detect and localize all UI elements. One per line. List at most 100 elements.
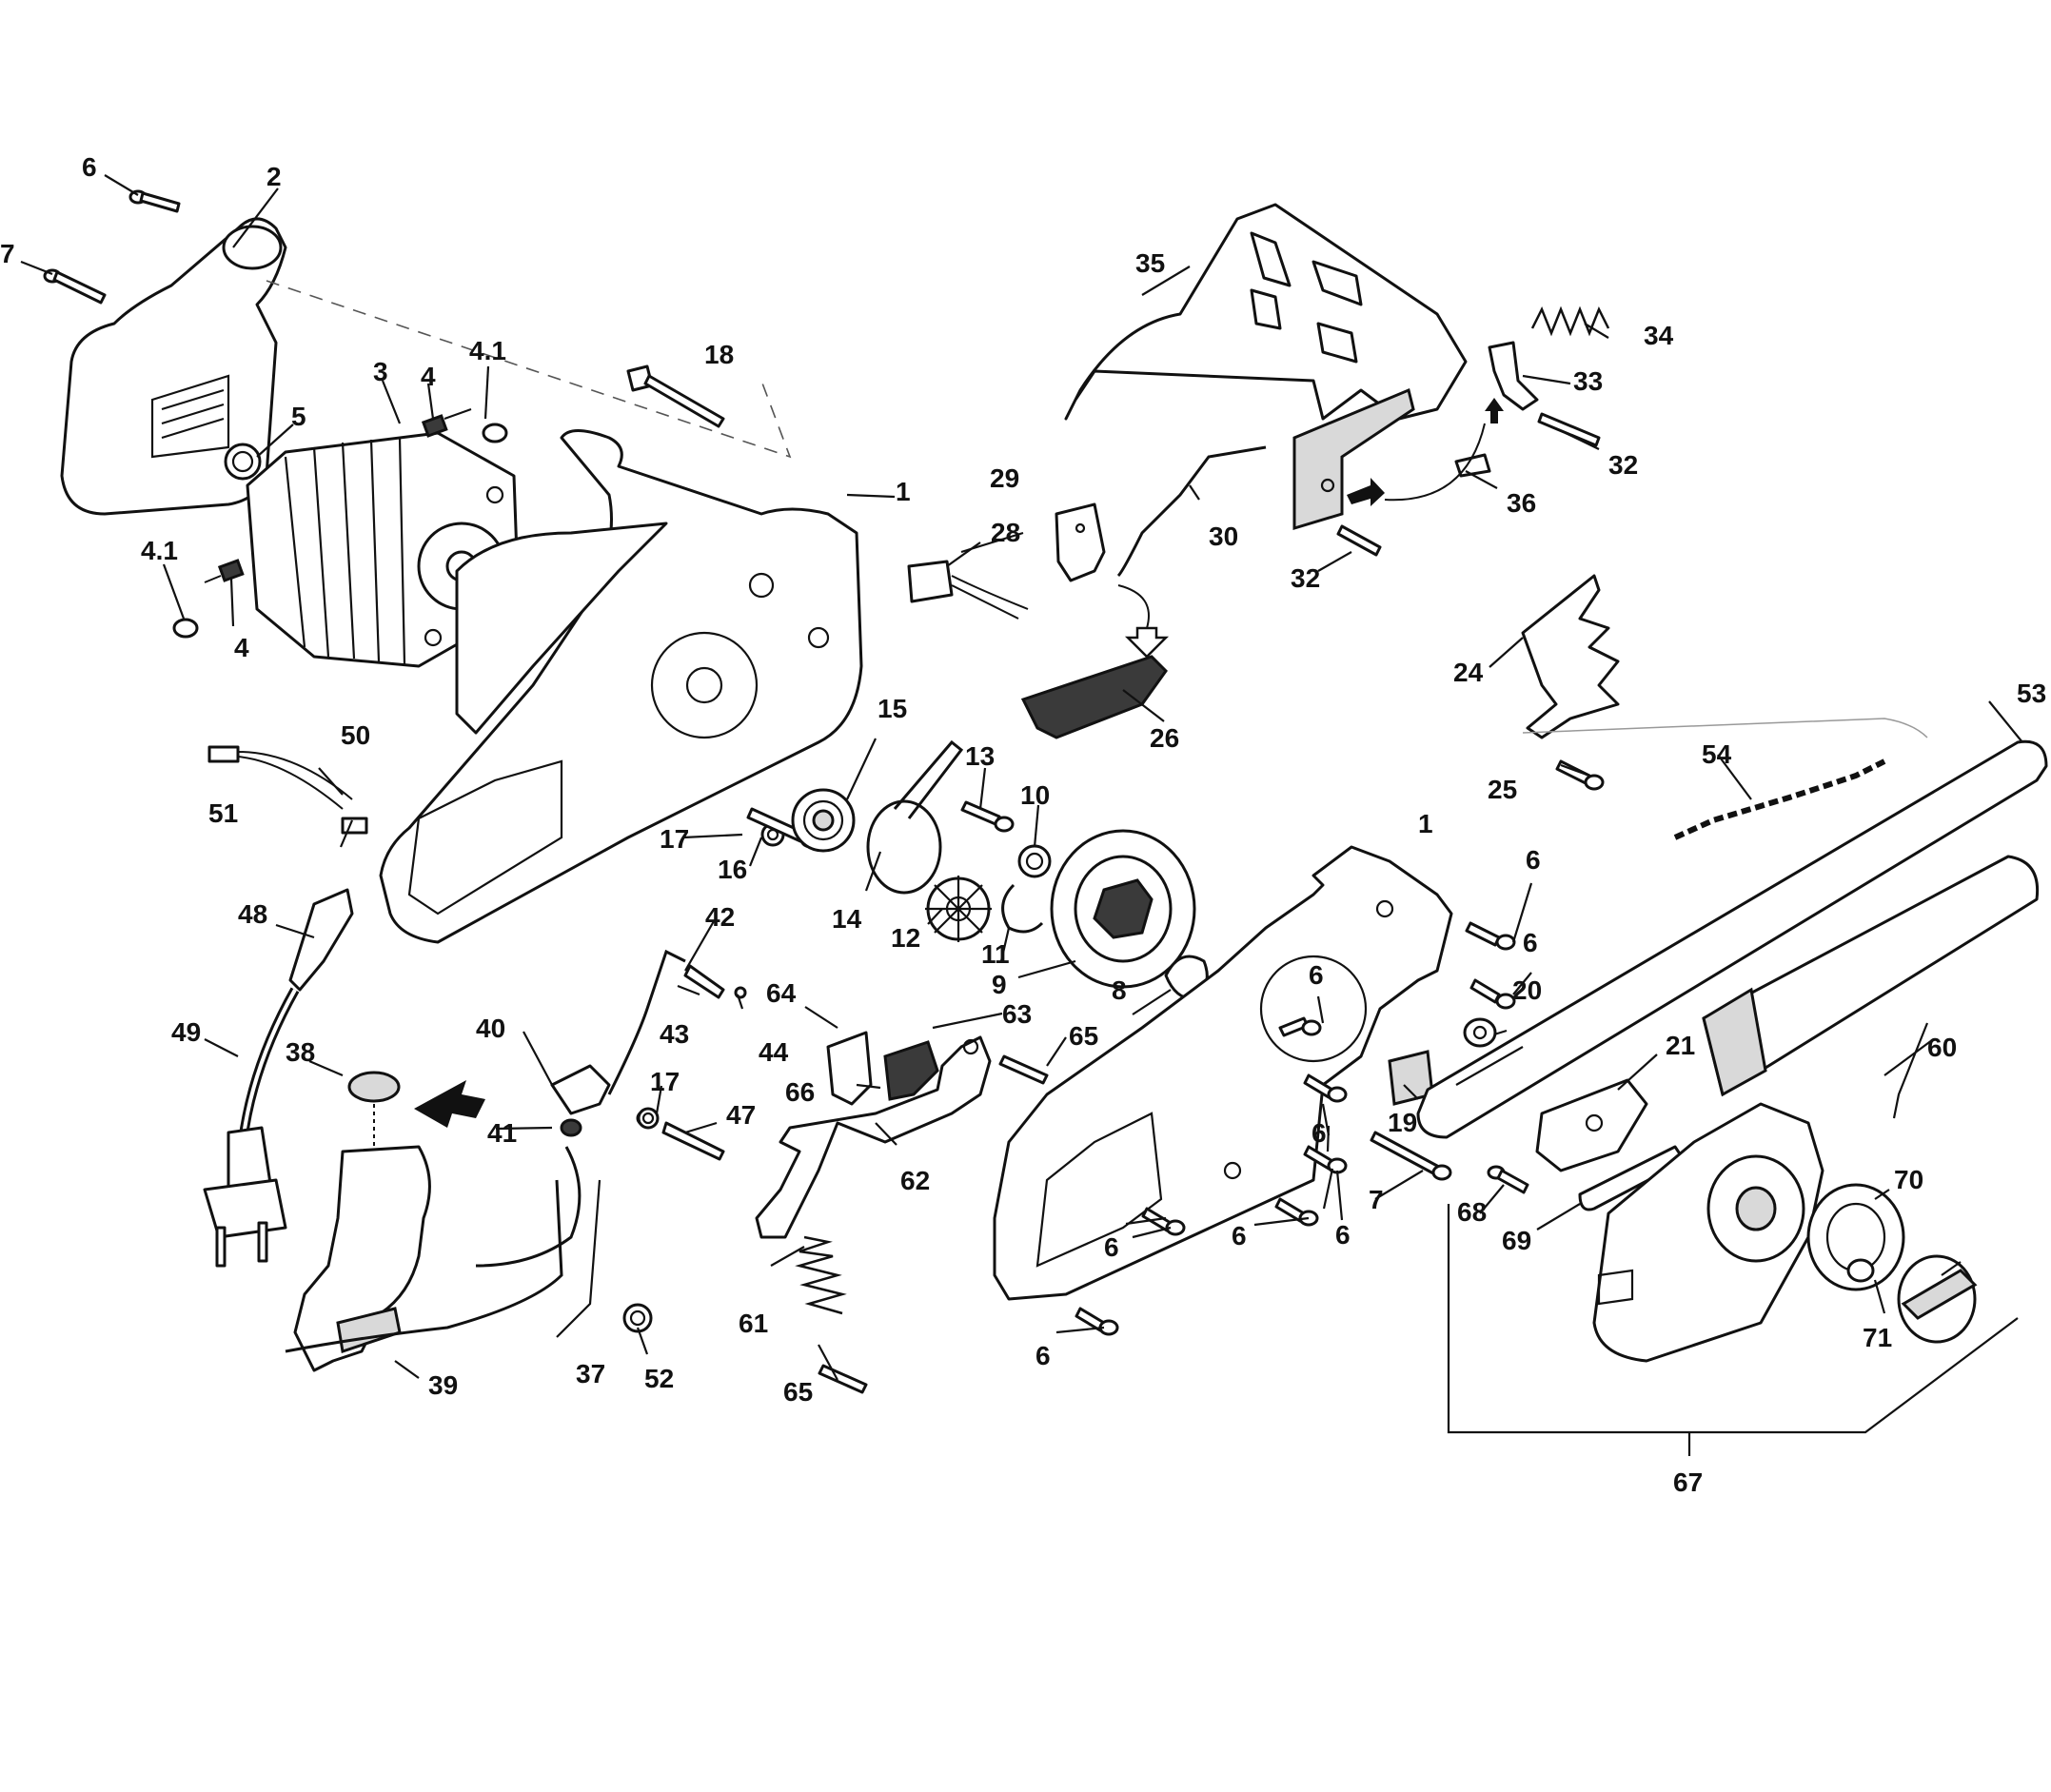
callout-39: 41 bbox=[487, 1118, 517, 1148]
callout-26: 26 bbox=[1150, 723, 1179, 753]
callout-16: 15 bbox=[878, 694, 907, 723]
callout-67: 68 bbox=[1457, 1197, 1487, 1227]
part-pin-upper bbox=[1537, 412, 1601, 447]
callout-23: 21 bbox=[1666, 1031, 1695, 1060]
arrow-link-down bbox=[1124, 626, 1170, 659]
part-oil-tank bbox=[293, 1071, 431, 1372]
part-long-bolt bbox=[626, 364, 725, 428]
callout-64-upper: 65 bbox=[1069, 1021, 1098, 1051]
callout-47: 48 bbox=[238, 899, 267, 929]
callout-13: 12 bbox=[891, 923, 920, 953]
callout-31-upper: 32 bbox=[1608, 450, 1638, 480]
part-washer-54 bbox=[622, 1303, 653, 1333]
callout-6-r3: 6 bbox=[1309, 960, 1324, 990]
part-link-rod bbox=[1116, 445, 1267, 578]
callout-64-lower: 65 bbox=[783, 1377, 813, 1407]
callout-49: 50 bbox=[341, 720, 370, 750]
callout-18-upper: 17 bbox=[660, 824, 689, 854]
screw-6-b bbox=[1465, 921, 1516, 951]
part-guide-bar bbox=[1416, 718, 2048, 1139]
callout-50: 51 bbox=[208, 798, 238, 828]
callout-6-r2: 6 bbox=[1523, 928, 1538, 957]
screw-67 bbox=[1487, 1165, 1529, 1194]
part-pin-64-lower bbox=[818, 1364, 868, 1394]
callout-70: 71 bbox=[1863, 1323, 1892, 1352]
callout-1-left: 1 bbox=[896, 477, 911, 506]
part-washer-11 bbox=[1017, 844, 1052, 878]
callout-4-1-left: 4.1 bbox=[141, 536, 178, 565]
part-circlip-12 bbox=[1001, 883, 1044, 934]
callout-3: 3 bbox=[373, 357, 388, 386]
callout-4-1: 4.1 bbox=[469, 336, 506, 365]
part-brush-left bbox=[172, 559, 245, 639]
part-power-cord bbox=[203, 888, 354, 1268]
callout-62: 63 bbox=[1002, 999, 1032, 1029]
callout-38: 39 bbox=[428, 1370, 458, 1400]
callout-12: 11 bbox=[981, 939, 1010, 969]
callout-6-r7: 6 bbox=[1104, 1232, 1119, 1262]
callout-24: 24 bbox=[1453, 658, 1484, 687]
callout-63: 64 bbox=[766, 978, 797, 1008]
bracket-66 bbox=[1447, 1204, 2019, 1434]
callout-33: 34 bbox=[1644, 321, 1674, 350]
part-switch bbox=[1055, 502, 1106, 582]
callout-11: 10 bbox=[1020, 780, 1050, 810]
callout-6-r5: 6 bbox=[1232, 1221, 1247, 1250]
callout-61: 62 bbox=[900, 1166, 930, 1195]
part-plate-63 bbox=[826, 1031, 873, 1106]
part-nut-70 bbox=[1846, 1258, 1875, 1283]
callout-25: 25 bbox=[1488, 775, 1517, 804]
part-drive-gear bbox=[925, 876, 992, 942]
part-sprocket-cover bbox=[1592, 1102, 1824, 1363]
callout-34: 35 bbox=[1135, 248, 1165, 278]
part-spring-top bbox=[1530, 305, 1610, 337]
part-bumper-spike bbox=[1521, 574, 1620, 739]
callout-35: 36 bbox=[1507, 488, 1536, 518]
part-bar-guard bbox=[1702, 855, 2040, 1097]
part-housing-left bbox=[379, 429, 863, 944]
arrow-oil-assembly bbox=[414, 1080, 485, 1128]
callout-69: 70 bbox=[1894, 1165, 1923, 1194]
screw-14 bbox=[960, 800, 1015, 833]
part-pin-lower bbox=[1336, 524, 1382, 557]
part-brush-top bbox=[421, 408, 508, 443]
part-pin-64-upper bbox=[998, 1054, 1049, 1085]
callout-15: 14 bbox=[832, 904, 862, 934]
part-brake-lever bbox=[1488, 341, 1539, 411]
callout-4: 4 bbox=[421, 362, 436, 391]
part-saw-chain bbox=[1673, 758, 1886, 840]
callout-36: 37 bbox=[576, 1359, 605, 1388]
callout-37: 38 bbox=[286, 1037, 315, 1067]
screw-6-top-left bbox=[128, 189, 181, 213]
part-spring-60 bbox=[795, 1235, 847, 1315]
part-trigger bbox=[1020, 655, 1168, 739]
assembly-line bbox=[266, 280, 792, 459]
callout-1-right: 1 bbox=[1418, 809, 1433, 838]
part-latch-62 bbox=[883, 1040, 939, 1101]
callout-60: 61 bbox=[739, 1309, 768, 1338]
callout-43: 43 bbox=[660, 1019, 689, 1049]
screw-6-c bbox=[1278, 1016, 1322, 1037]
part-tension-knob bbox=[1806, 1183, 1905, 1291]
callout-10: 9 bbox=[992, 970, 1007, 999]
part-bearing bbox=[791, 788, 856, 853]
callout-6-r8: 6 bbox=[1035, 1341, 1051, 1370]
callout-5: 5 bbox=[291, 402, 306, 431]
part-bar-plate bbox=[1535, 1078, 1648, 1172]
callout-41: 47 bbox=[726, 1100, 756, 1130]
callout-6-r1: 6 bbox=[1526, 845, 1541, 875]
callout-65: 66 bbox=[785, 1077, 815, 1107]
callout-14: 13 bbox=[965, 741, 995, 771]
callout-19: 18 bbox=[704, 340, 734, 369]
callout-44: 44 bbox=[759, 1037, 789, 1067]
arrow-lever-up bbox=[1485, 398, 1504, 423]
callout-53: 60 bbox=[1927, 1033, 1957, 1062]
callout-labels: 6 2 7 3 4 4.1 5 18 1 4.1 4 35 34 33 32 3… bbox=[0, 152, 2046, 1497]
part-washer-18-lower bbox=[637, 1107, 660, 1130]
callout-51: 53 bbox=[2017, 679, 2046, 708]
callout-21: 19 bbox=[1388, 1108, 1417, 1137]
screw-7 bbox=[43, 268, 107, 305]
callout-29: 29 bbox=[990, 463, 1019, 493]
callout-42: 42 bbox=[705, 902, 735, 932]
